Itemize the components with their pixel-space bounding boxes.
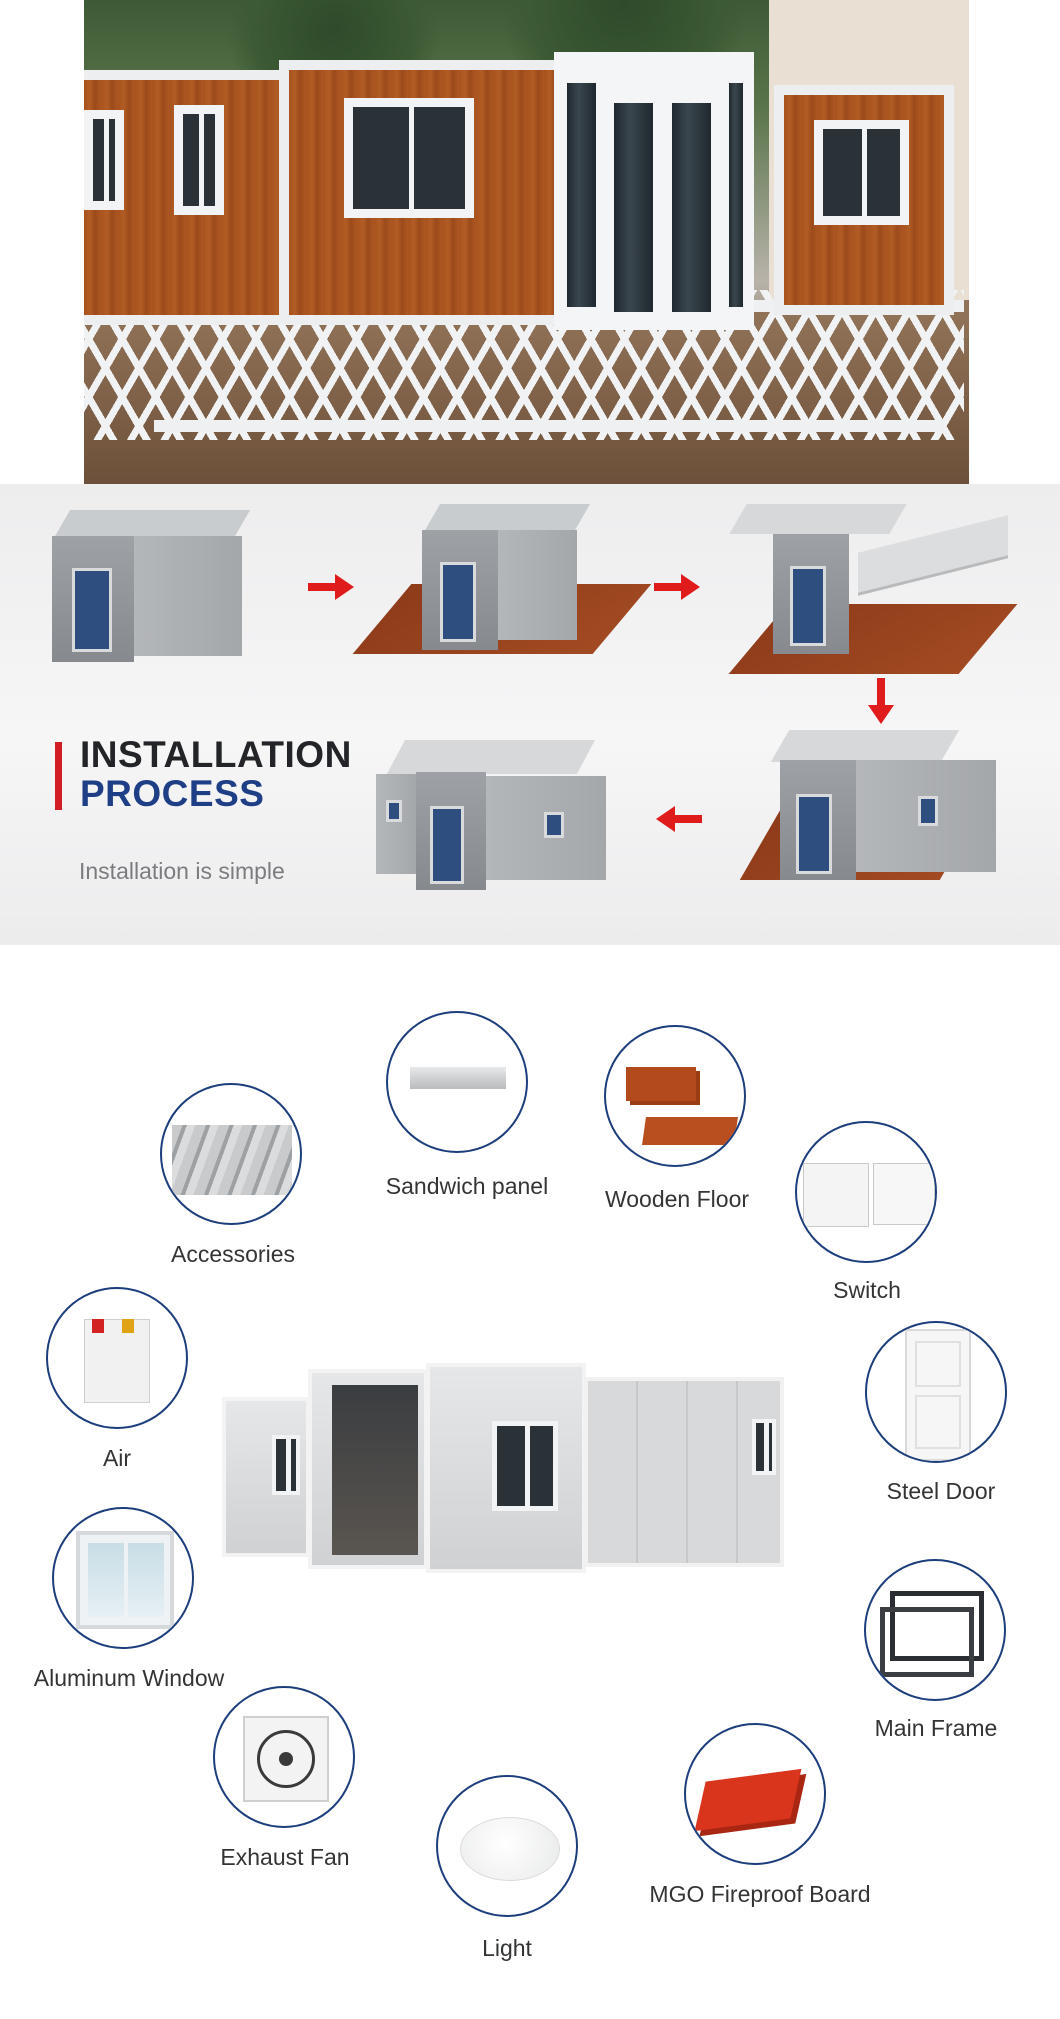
step-5-fully-expanded: [376, 740, 626, 900]
wooden-floor-image: [604, 1025, 746, 1167]
arrow-right-1: [308, 574, 354, 600]
mgo-fireproof-board-label: MGO Fireproof Board: [649, 1881, 871, 1907]
exhaust-fan-label: Exhaust Fan: [220, 1844, 350, 1870]
steel-door-image: [865, 1321, 1007, 1463]
accessories-label: Accessories: [171, 1241, 295, 1267]
air-switch-image: [46, 1287, 188, 1429]
arrow-left: [656, 806, 702, 832]
main-frame-image: [864, 1559, 1006, 1701]
aluminum-window-image: [52, 1507, 194, 1649]
aluminum-window-label: Aluminum Window: [33, 1665, 225, 1691]
step-2-floor-unfolded: [352, 504, 652, 684]
light-image: [436, 1775, 578, 1917]
section-title-line2: PROCESS: [80, 773, 265, 814]
accessories-image: [160, 1083, 302, 1225]
expanded-container-photo: [222, 1355, 842, 1585]
light-label: Light: [482, 1935, 532, 1961]
main-frame-label: Main Frame: [874, 1715, 998, 1741]
switch-image: [795, 1121, 937, 1263]
exhaust-fan-image: [213, 1686, 355, 1828]
mgo-fireproof-board-image: [684, 1723, 826, 1865]
section-subtitle: Installation is simple: [79, 858, 285, 884]
title-accent-bar: [55, 742, 62, 810]
step-1-closed-container: [52, 510, 272, 670]
air-label: Air: [102, 1445, 132, 1471]
hero-photo-expandable-house: [84, 0, 969, 484]
arrow-down: [868, 678, 894, 724]
steel-door-label: Steel Door: [886, 1478, 996, 1504]
sandwich-panel-image: [386, 1011, 528, 1153]
components-section: Sandwich panel Wooden Floor Accessories …: [0, 945, 1060, 2019]
section-title-line1: INSTALLATION: [80, 734, 352, 775]
installation-process-section: [0, 484, 1060, 945]
switch-label: Switch: [833, 1277, 901, 1303]
sandwich-panel-label: Sandwich panel: [385, 1173, 549, 1199]
arrow-right-2: [654, 574, 700, 600]
step-3-roof-unfolding: [728, 504, 1018, 694]
step-4-walls-unfolding: [739, 730, 1030, 900]
wooden-floor-label: Wooden Floor: [604, 1186, 750, 1212]
